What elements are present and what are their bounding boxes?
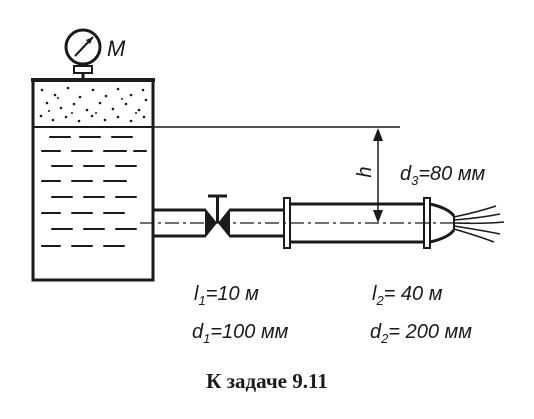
valve (205, 194, 230, 238)
d2-label: d2= 200 мм (370, 321, 472, 346)
l2-label: l2= 40 м (372, 283, 443, 308)
gauge-label: M (107, 36, 126, 61)
height-dimension: h (354, 128, 383, 223)
height-label: h (354, 166, 376, 177)
pipe-1 (153, 208, 288, 238)
gas-region (39, 86, 148, 123)
arrow-up (373, 128, 383, 141)
l1-label: l1=10 м (194, 283, 259, 308)
water-jet (453, 205, 505, 243)
arrow-down (373, 210, 383, 223)
liquid-hatching (41, 136, 147, 247)
gauge-fitting (73, 65, 93, 74)
figure-caption: К задаче 9.11 (206, 369, 328, 393)
pressure-gauge: M (64, 28, 126, 80)
tank (31, 78, 155, 282)
d1-label: d1=100 мм (192, 321, 289, 346)
gauge-needle-tip (86, 37, 93, 44)
d3-label: d3=80 мм (400, 163, 486, 188)
